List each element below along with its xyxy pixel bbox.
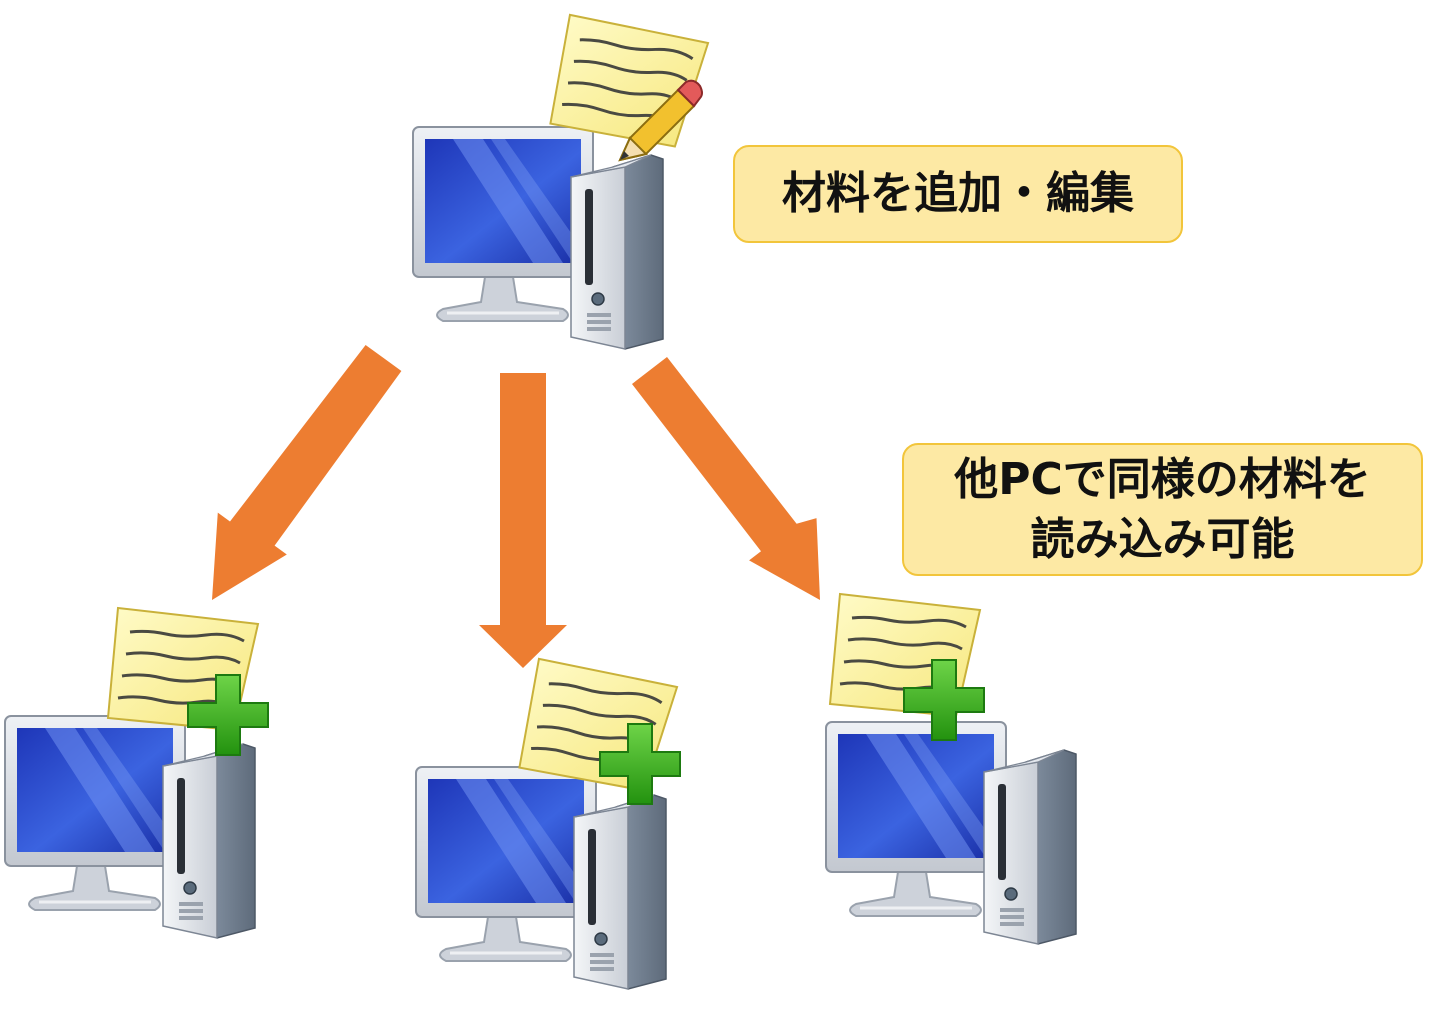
computer-icon [824, 720, 1078, 946]
arrow-left [212, 345, 402, 600]
callout-add-edit: 材料を追加・編集 [733, 145, 1183, 243]
arrow-right [632, 357, 820, 600]
target-computer-center [414, 656, 681, 991]
target-computer-left [3, 606, 269, 940]
source-computer [411, 12, 711, 351]
callout-share-line2: 読み込み可能 [1030, 513, 1295, 565]
arrow-center [479, 373, 567, 668]
callout-add-edit-text: 材料を追加・編集 [782, 168, 1134, 219]
callout-share: 他PCで同様の材料を 読み込み可能 [902, 443, 1423, 576]
target-computer-right [824, 592, 1078, 946]
callout-share-line1: 他PCで同様の材料を [954, 453, 1371, 505]
computer-icon [411, 125, 665, 351]
